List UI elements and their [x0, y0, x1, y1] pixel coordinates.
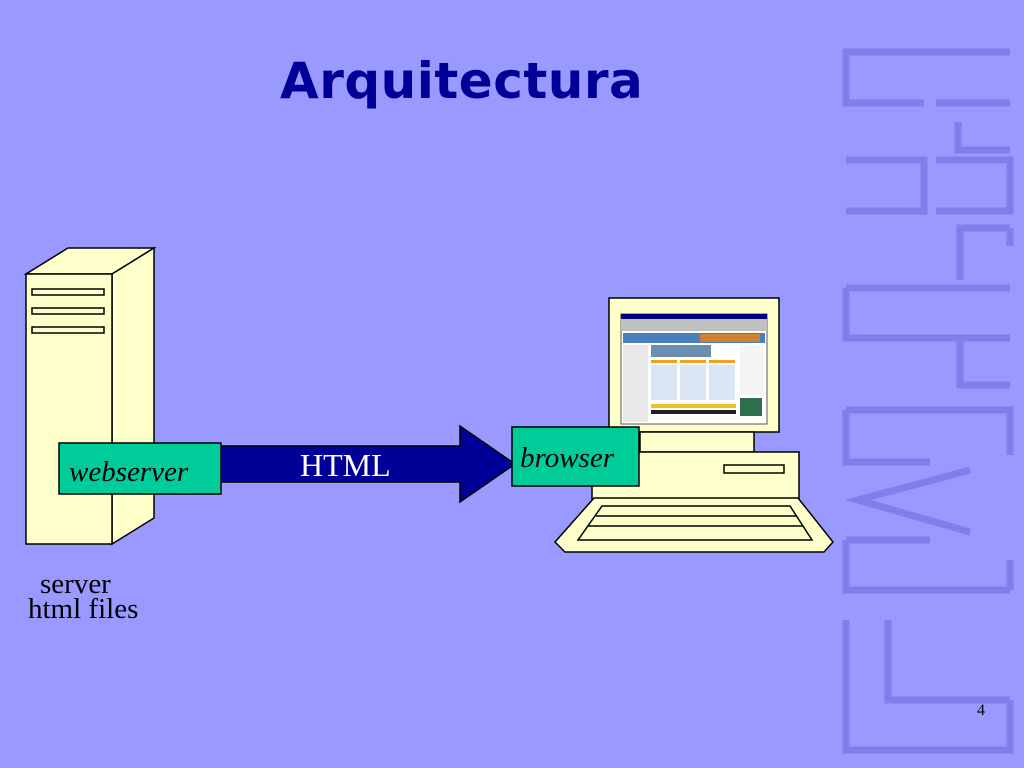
browser-screenshot-icon	[620, 313, 768, 425]
webserver-box	[58, 442, 222, 495]
arrow-label: HTML	[300, 447, 391, 483]
html-arrow	[194, 424, 517, 504]
html-watermark	[842, 48, 1014, 754]
server-caption: server	[40, 568, 111, 600]
html-files-caption: html files	[28, 593, 139, 625]
page-number: 4	[977, 702, 985, 719]
server-tower-icon	[23, 246, 157, 546]
slide-title: Arquitectura	[280, 52, 644, 110]
webserver-label: webserver	[69, 458, 189, 487]
browser-box	[511, 426, 640, 487]
browser-label: browser	[520, 444, 614, 473]
